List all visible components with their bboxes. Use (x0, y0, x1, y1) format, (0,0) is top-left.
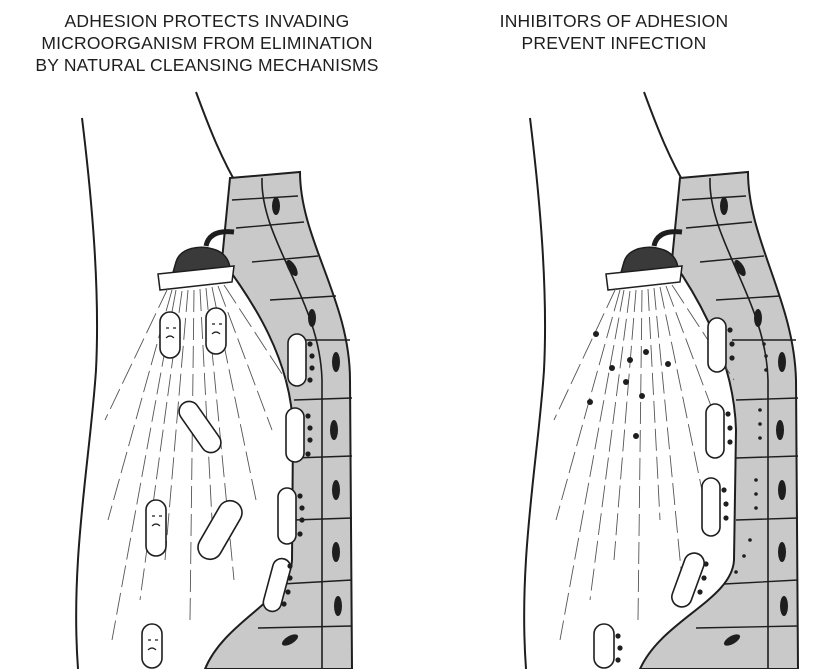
bacteria-faces (148, 324, 222, 650)
nucleus (332, 542, 340, 562)
nucleus (332, 480, 340, 500)
nucleus (776, 420, 784, 440)
nucleus (720, 197, 728, 215)
panel-inhibitors: INHIBITORS OF ADHESION PREVENT INFECTION (414, 0, 814, 669)
nucleus (778, 542, 786, 562)
bacterium (669, 550, 707, 609)
bacterium (278, 488, 296, 544)
inhibitor-molecules (587, 331, 671, 439)
body-outline (76, 118, 97, 669)
nucleus (780, 596, 788, 616)
bacterium (288, 334, 306, 386)
bacterium (160, 312, 180, 358)
nucleus (778, 352, 786, 372)
nucleus (272, 197, 280, 215)
panel-adhesion: ADHESION PROTECTS INVADING MICROORGANISM… (0, 0, 414, 669)
bacterium (206, 308, 226, 354)
bacterium (708, 318, 726, 372)
water-streams (554, 285, 734, 640)
body-outline (644, 92, 688, 190)
shower-head-rim (158, 266, 234, 290)
bacterium (194, 496, 247, 563)
bacterium (594, 624, 614, 668)
body-outline (196, 92, 240, 190)
bacterium (702, 478, 720, 536)
illustration-inhibitors (414, 0, 814, 669)
bacterium (146, 500, 166, 556)
nucleus (334, 596, 342, 616)
nucleus (330, 420, 338, 440)
bacterium (286, 408, 304, 462)
nucleus (778, 480, 786, 500)
shower-head-rim (606, 266, 682, 290)
nucleus (754, 309, 762, 327)
bacterium (706, 404, 724, 458)
nucleus (308, 309, 316, 327)
nucleus (332, 352, 340, 372)
bacterium (142, 624, 162, 668)
water-streams (105, 285, 286, 640)
illustration-adhesion (0, 0, 414, 669)
body-outline (524, 118, 545, 669)
